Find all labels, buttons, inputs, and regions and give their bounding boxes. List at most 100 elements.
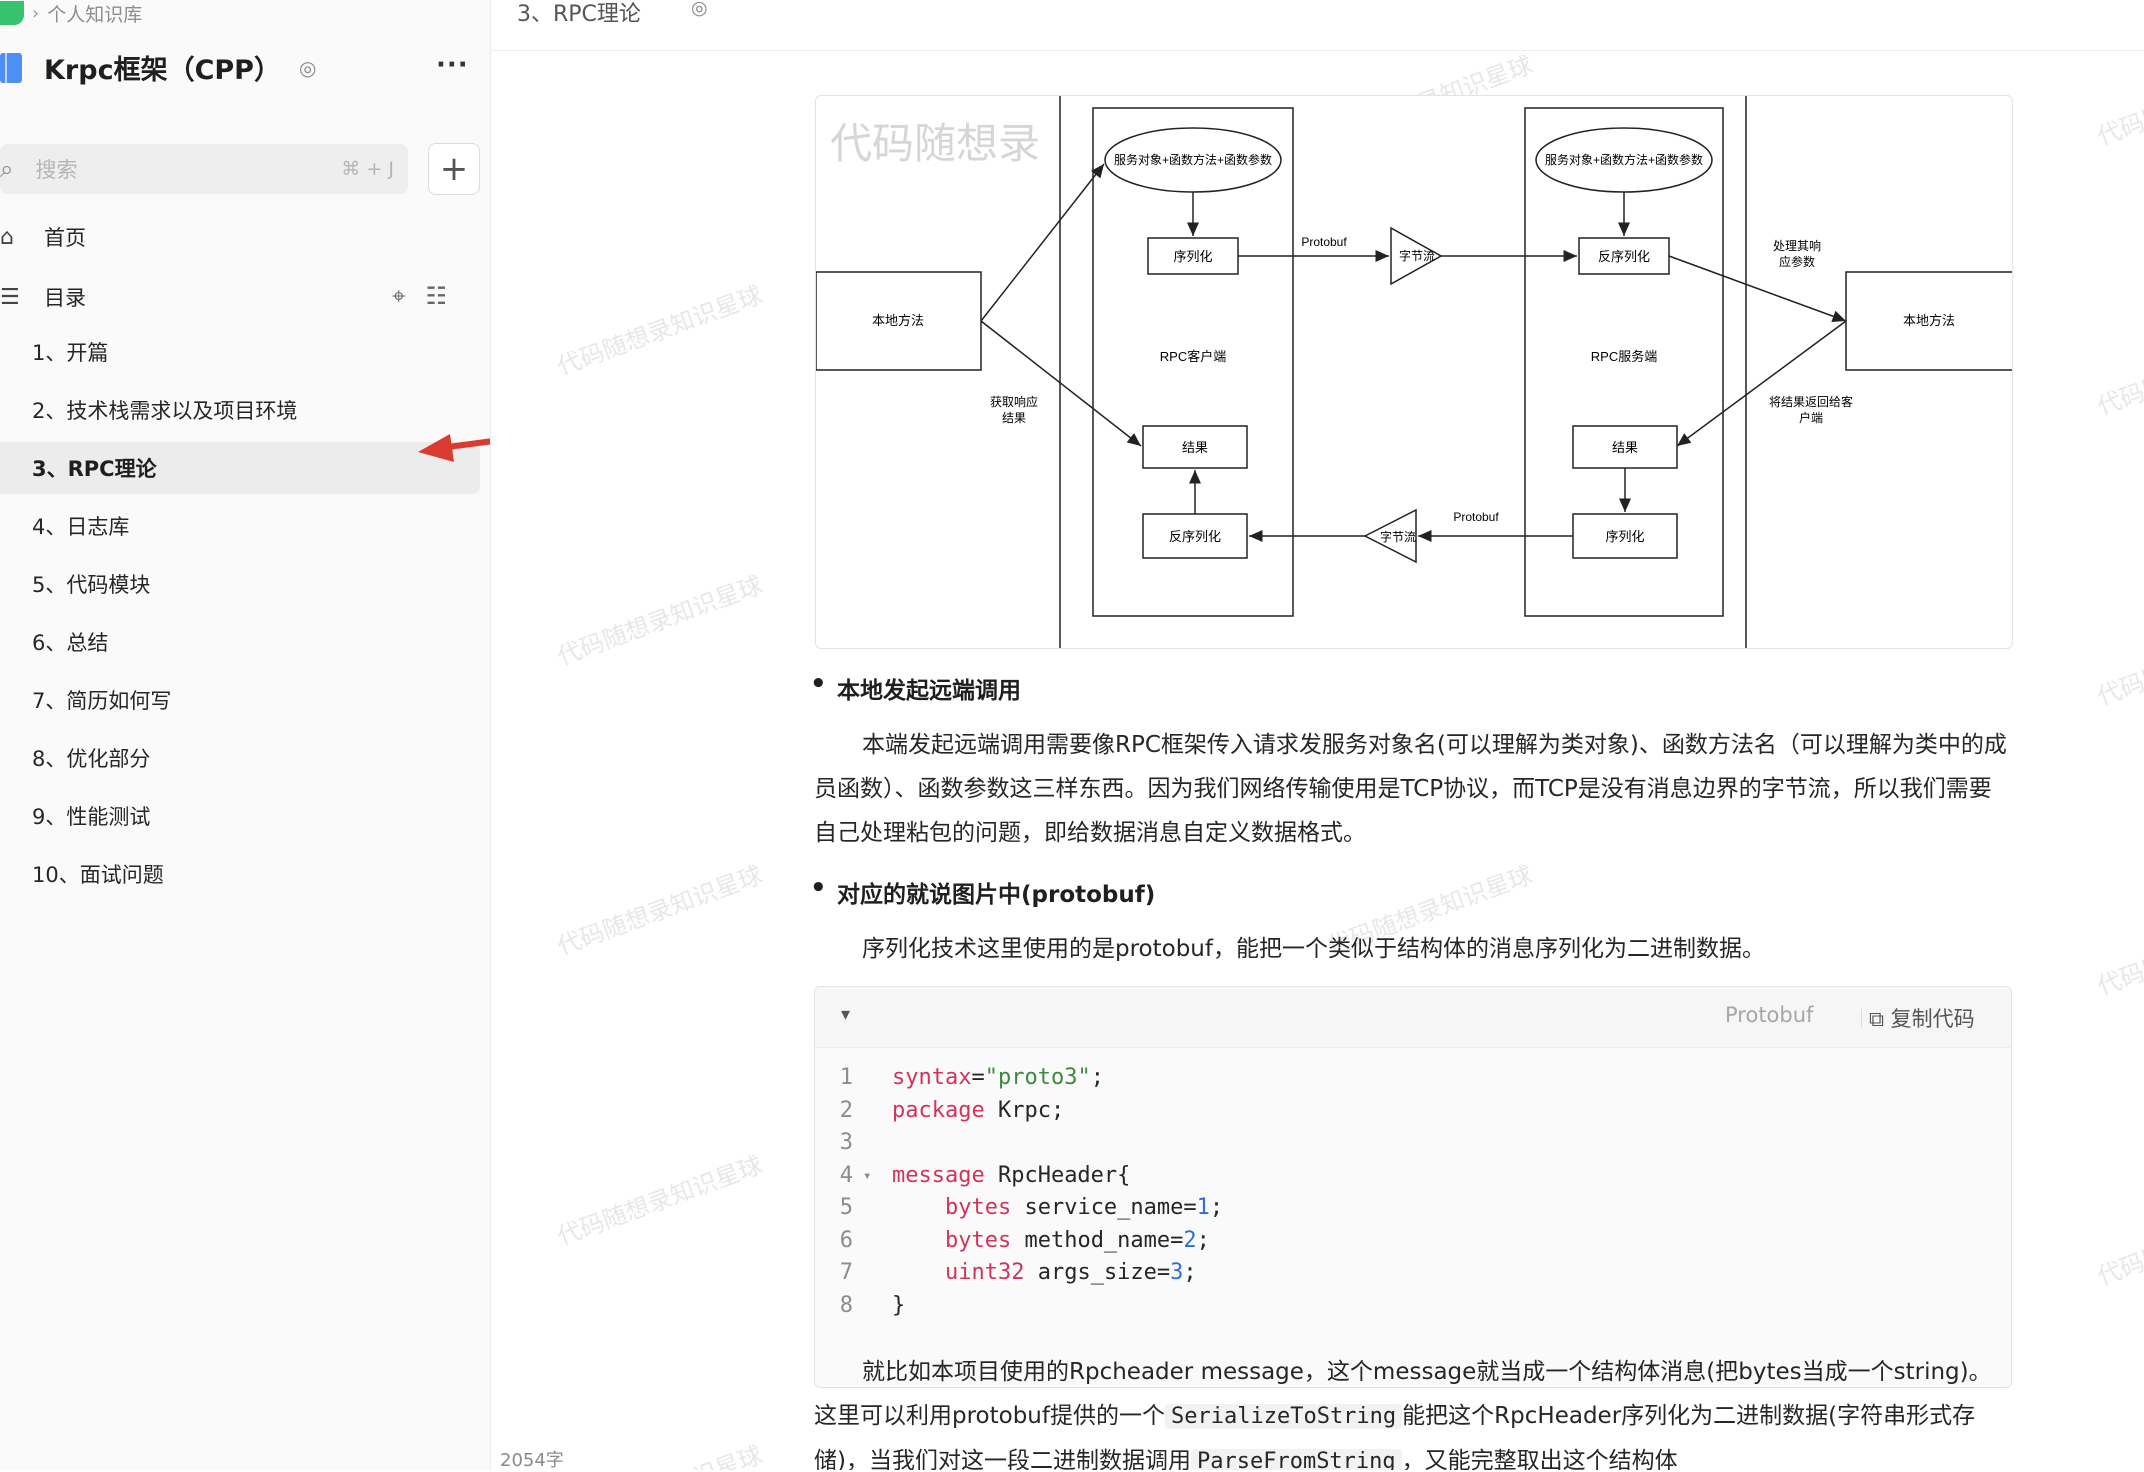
code-source: message RpcHeader{ [892, 1160, 1130, 1193]
breadcrumb-knowledge-base[interactable]: 个人知识库 [47, 3, 143, 26]
toc-item[interactable]: 2、技术栈需求以及项目环境 [0, 384, 480, 436]
breadcrumb[interactable]: › 个人知识库 [0, 0, 142, 26]
code-token: ; [1090, 1065, 1104, 1090]
nav-toc[interactable]: ☰ 目录 [0, 275, 86, 319]
code-source: syntax="proto3"; [892, 1062, 1104, 1095]
toc-item[interactable]: 8、优化部分 [0, 732, 480, 784]
protobuf-bottom-label: Protobuf [1453, 510, 1499, 524]
line-number: 8 [839, 1292, 853, 1318]
client-deserialize-label: 反序列化 [1169, 529, 1221, 544]
toc-item-label: 3、RPC理论 [32, 457, 157, 481]
client-result-box [1142, 425, 1248, 469]
chevron-right-icon: › [32, 2, 40, 24]
watermark-text: 代码随想录知识星球 [553, 860, 767, 961]
paragraph-serialization: 序列化技术这里使用的是protobuf，能把一个类似于结构体的消息序列化为二进制… [862, 936, 1765, 962]
return-result-label-2: 户端 [1799, 410, 1823, 425]
code-token: 1 [1196, 1195, 1210, 1220]
bullet-local-call: 本地发起远端调用 [810, 669, 1021, 705]
client-title: RPC客户端 [1160, 349, 1226, 364]
toc-item[interactable]: 10、面试问题 [0, 848, 480, 900]
toc-item[interactable]: 4、日志库 [0, 500, 480, 552]
toc-item-label: 5、代码模块 [32, 573, 151, 597]
add-button[interactable]: + [428, 143, 480, 195]
red-arrow-annotation [418, 434, 490, 462]
code-block-header: ▾ Protobuf ⧉ 复制代码 [815, 987, 2011, 1048]
byte-stream-bottom-label: 字节流 [1380, 529, 1416, 544]
book-title[interactable]: Krpc框架（CPP） [44, 55, 281, 86]
toc-item[interactable]: 6、总结 [0, 616, 480, 668]
process-params-label-1: 处理其响 [1773, 238, 1821, 253]
return-result-label-1: 将结果返回给客 [1769, 394, 1853, 409]
client-box [1092, 107, 1294, 617]
code-token: bytes [944, 1227, 1012, 1253]
toc-item-label: 2、技术栈需求以及项目环境 [32, 399, 298, 423]
watermark-text: 代码随想录知识星球 [2093, 320, 2144, 421]
sidebar: › 个人知识库 Krpc框架（CPP） ◎ ··· ⌕ 搜索 ⌘ + J + ⌂… [0, 0, 491, 1470]
code-token: ; [1196, 1227, 1210, 1253]
code-token [892, 1195, 945, 1220]
word-count: 2054字 [500, 1450, 564, 1471]
diagram-watermark: 代码随想录 [830, 120, 1040, 167]
server-box [1524, 107, 1724, 617]
code-token: bytes [944, 1195, 1012, 1220]
watermark-text: 代码随想录知识星球 [2093, 900, 2144, 1001]
toc-item-label: 4、日志库 [32, 515, 130, 539]
code-source: uint32 args_size=3; [892, 1257, 1197, 1290]
paragraph-rpcheader-text-b: 能把这个RpcHeader序列化为二进制数据(字符串形式存储)，当我们对这一段二… [814, 1403, 1976, 1470]
toc-item[interactable]: 1、开篇 [0, 326, 480, 378]
line-number: 6 [839, 1227, 853, 1253]
watermark-text: 代码随想录知识星球 [553, 1150, 767, 1251]
book-icon [0, 52, 22, 83]
code-source: bytes method_name=2; [892, 1225, 1210, 1258]
inline-code-serialize: SerializeToString [1165, 1404, 1403, 1429]
watermark-text: 代码随想录知识星球 [2093, 1190, 2144, 1291]
nav-home-label: 首页 [44, 226, 86, 250]
get-response-label-2: 结果 [1002, 411, 1026, 425]
palette-icon[interactable]: ◎ [298, 55, 317, 80]
code-token: Krpc; [984, 1097, 1065, 1123]
nav-toc-label: 目录 [44, 286, 86, 310]
collapse-code-icon[interactable]: ▾ [841, 1004, 851, 1025]
toc-item[interactable]: 3、RPC理论 [0, 442, 480, 494]
locate-icon[interactable]: ⌖ [392, 282, 406, 310]
code-token: ; [1209, 1195, 1224, 1220]
server-ellipse-label: 服务对象+函数方法+函数参数 [1545, 152, 1703, 167]
palette-icon[interactable]: ◎ [691, 0, 708, 19]
more-menu-button[interactable]: ··· [436, 50, 469, 80]
client-result-label: 结果 [1182, 440, 1208, 455]
book-header[interactable]: Krpc框架（CPP） ◎ [0, 48, 316, 87]
bullet-protobuf: 对应的就说图片中(protobuf) [810, 873, 1155, 909]
toc-item[interactable]: 7、简历如何写 [0, 674, 480, 726]
collapse-toc-icon[interactable]: ☷ [425, 282, 448, 310]
server-result-label: 结果 [1612, 440, 1638, 455]
toc-item[interactable]: 5、代码模块 [0, 558, 480, 610]
byte-stream-bottom [1363, 508, 1417, 564]
line-number: 5 [839, 1195, 853, 1220]
nav-home[interactable]: ⌂ 首页 [0, 215, 86, 259]
code-language[interactable]: Protobuf [1725, 1003, 1814, 1027]
code-token: "proto3" [984, 1065, 1091, 1090]
copy-code-button[interactable]: ⧉ 复制代码 [1869, 1003, 1975, 1033]
paragraph-rpcheader-text-a: 就比如本项目使用的Rpcheader message，这个message就当成一… [814, 1359, 1992, 1429]
inline-code-parse: ParseFromString [1190, 1449, 1402, 1470]
client-serialize-label: 序列化 [1173, 249, 1212, 264]
fold-icon[interactable]: ▾ [863, 1167, 872, 1184]
code-token: message [892, 1162, 985, 1188]
header-divider [1861, 1009, 1862, 1027]
document-header: 3、RPC理论 ◎ [491, 0, 2144, 51]
code-token: package [892, 1097, 985, 1123]
toc-item[interactable]: 9、性能测试 [0, 790, 480, 842]
toc-item-label: 7、简历如何写 [32, 689, 172, 713]
watermark-text: 代码随想录知识星球 [2093, 610, 2144, 711]
code-token [892, 1228, 945, 1253]
get-response-label-1: 获取响应 [990, 394, 1038, 409]
server-title: RPC服务端 [1591, 349, 1657, 364]
paragraph-rpcheader-text-c: ，又能完整取出这个结构体 [1401, 1448, 1678, 1470]
diagram-arrows [980, 163, 1847, 542]
server-serialize-label: 序列化 [1605, 529, 1644, 544]
search-input[interactable]: ⌕ 搜索 ⌘ + J [0, 144, 408, 194]
code-line: 6 bytes method_name=2; [815, 1225, 2011, 1258]
